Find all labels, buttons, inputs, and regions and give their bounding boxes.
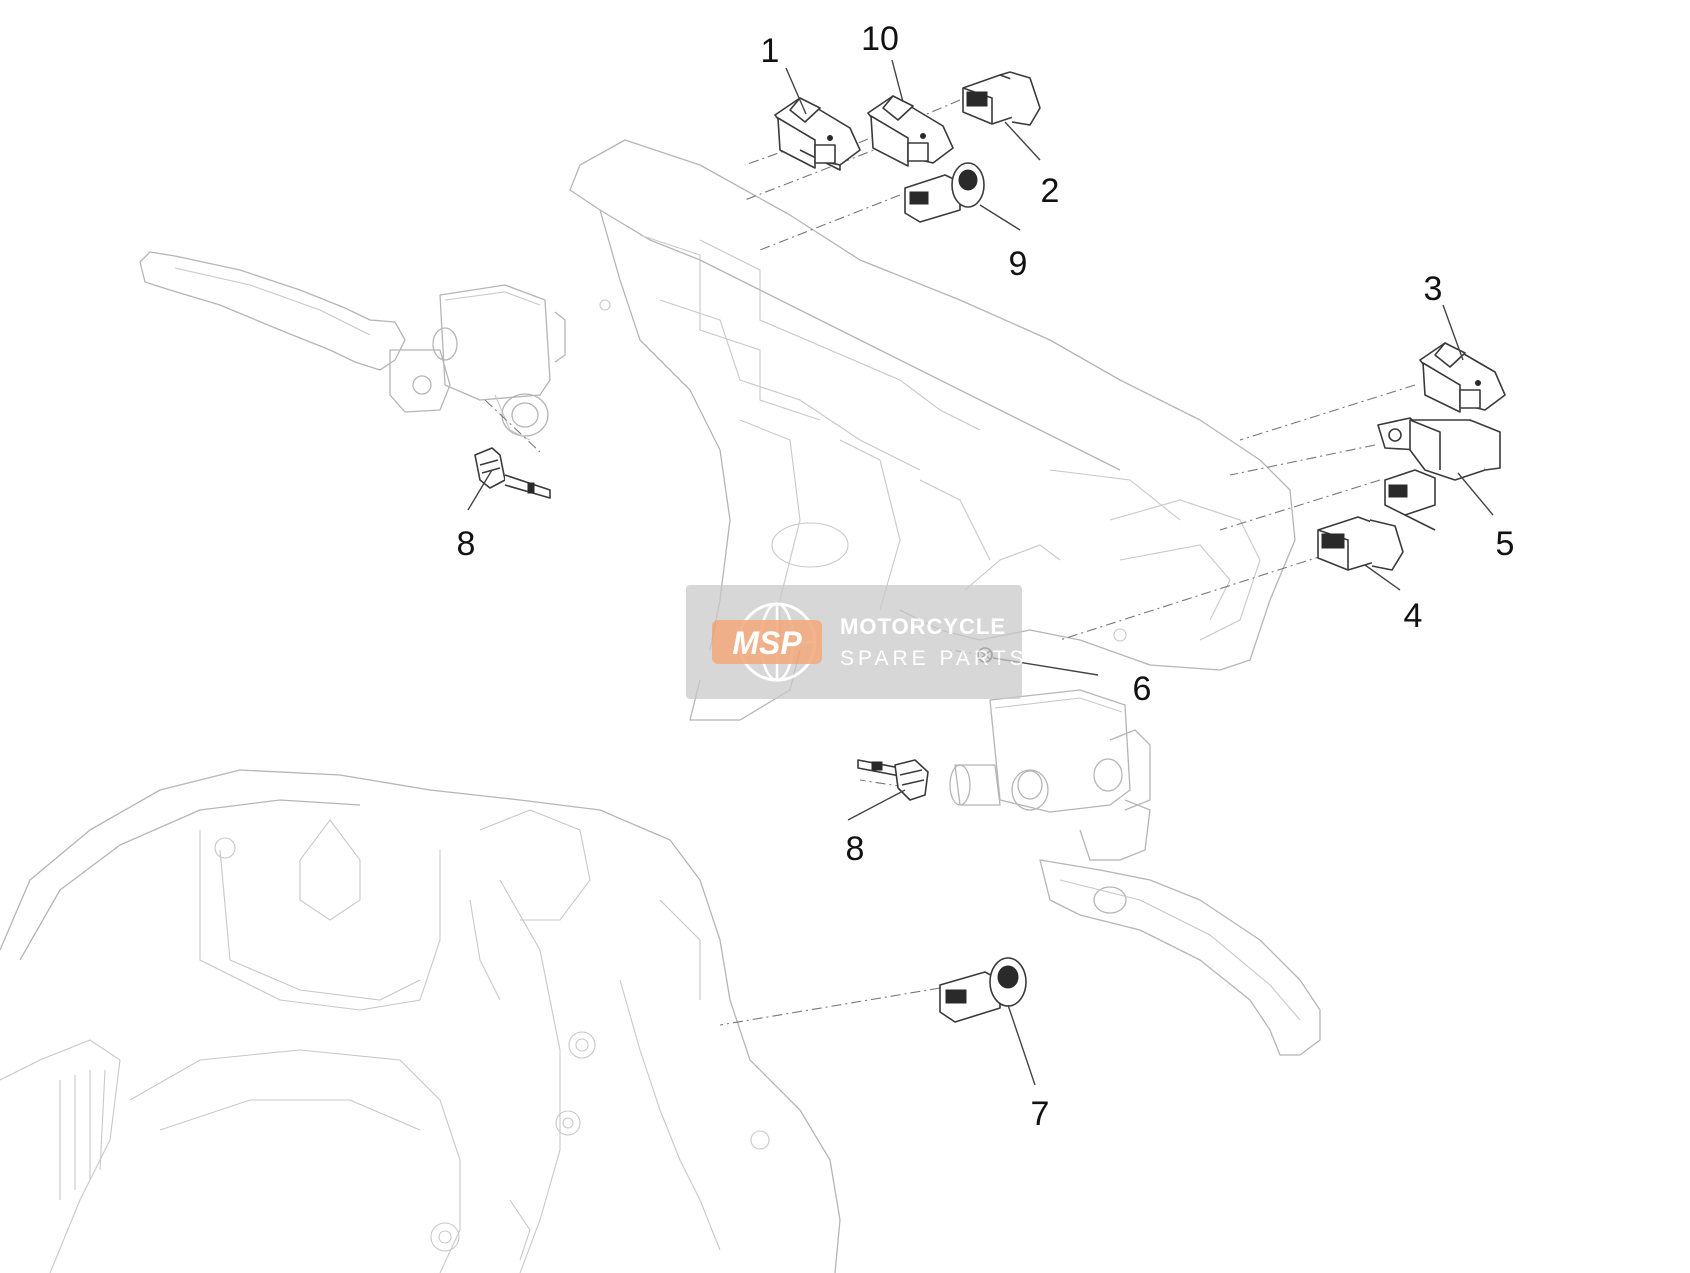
logo-badge <box>712 620 822 664</box>
watermark-line2: SPARE PARTS <box>840 647 1028 670</box>
part-9-socket <box>904 162 985 223</box>
callout-9: 9 <box>1009 245 1028 283</box>
headset-rear-cover <box>0 769 841 1273</box>
callout-labels: 1 10 2 9 3 5 4 6 8 8 7 <box>457 20 1515 1133</box>
callout-3: 3 <box>1424 270 1443 308</box>
assembly-lines <box>484 99 1416 1026</box>
watermark: MSP MOTORCYCLE SPARE PARTS <box>686 585 1028 699</box>
watermark-box <box>686 585 1022 699</box>
callout-2: 2 <box>1041 172 1060 210</box>
part-1-switch <box>774 97 861 171</box>
watermark-line1: MOTORCYCLE <box>840 614 1006 639</box>
part-8-stop-switch-left <box>474 447 551 499</box>
part-3-switch <box>1419 342 1506 413</box>
callout-10: 10 <box>861 20 899 58</box>
part-7-socket <box>939 957 1027 1023</box>
callout-4: 4 <box>1404 597 1423 635</box>
callout-8-left: 8 <box>457 525 476 563</box>
part-5-switch-bracket <box>1377 417 1501 531</box>
part-4-switch <box>1317 516 1404 571</box>
callout-7: 7 <box>1031 1095 1050 1133</box>
callout-6: 6 <box>1133 670 1152 708</box>
left-brake-lever-assembly <box>139 251 566 441</box>
part-2-switch <box>962 71 1041 126</box>
leader-lines <box>467 59 1494 1086</box>
handlebar-cover <box>569 139 1296 721</box>
logo-text: MSP <box>732 625 802 661</box>
callout-1: 1 <box>761 32 780 70</box>
callout-8-right: 8 <box>846 830 865 868</box>
part-10-switch <box>867 95 954 167</box>
part-8-stop-switch-right <box>857 759 929 801</box>
right-brake-lever-assembly <box>949 689 1321 1056</box>
callout-5: 5 <box>1496 525 1515 563</box>
